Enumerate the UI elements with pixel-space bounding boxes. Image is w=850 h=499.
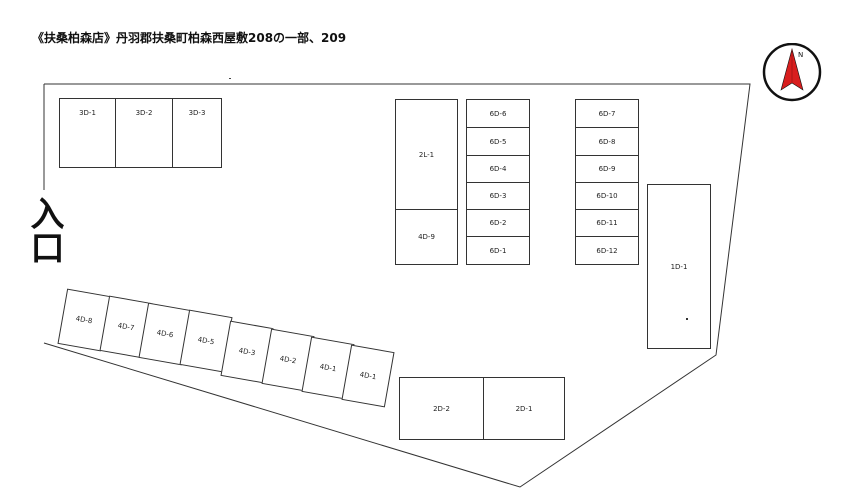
parking-spot-1d-1[interactable]: 1D-1 bbox=[647, 184, 711, 349]
parking-spot-3d-1[interactable]: 3D-1 bbox=[59, 98, 116, 168]
parking-spot-2d-2[interactable]: 2D-2 bbox=[399, 377, 484, 440]
parking-spot-6d-1[interactable]: 6D-1 bbox=[466, 236, 530, 265]
marker-dot bbox=[686, 318, 688, 320]
compass-label: N bbox=[798, 51, 803, 59]
parking-spot-2d-1[interactable]: 2D-1 bbox=[483, 377, 565, 440]
parking-spot-6d-12[interactable]: 6D-12 bbox=[575, 236, 639, 265]
north-compass-icon: N bbox=[762, 43, 822, 102]
parking-spot-6d-2[interactable]: 6D-2 bbox=[466, 209, 530, 237]
parking-spot-6d-8[interactable]: 6D-8 bbox=[575, 127, 639, 156]
speck bbox=[229, 78, 231, 79]
parking-spot-3d-3[interactable]: 3D-3 bbox=[172, 98, 222, 168]
lot-boundary bbox=[43, 83, 751, 488]
parking-spot-6d-10[interactable]: 6D-10 bbox=[575, 182, 639, 210]
parking-spot-2l-1[interactable]: 2L-1 bbox=[395, 99, 458, 210]
entrance-label: 入口 bbox=[24, 196, 64, 264]
parking-spot-4d-9[interactable]: 4D-9 bbox=[395, 209, 458, 265]
parking-spot-6d-4[interactable]: 6D-4 bbox=[466, 155, 530, 183]
parking-spot-6d-6[interactable]: 6D-6 bbox=[466, 99, 530, 128]
parking-spot-6d-3[interactable]: 6D-3 bbox=[466, 182, 530, 210]
parking-spot-6d-9[interactable]: 6D-9 bbox=[575, 155, 639, 183]
parking-spot-6d-7[interactable]: 6D-7 bbox=[575, 99, 639, 128]
entrance-gap bbox=[40, 190, 50, 286]
parking-spot-6d-5[interactable]: 6D-5 bbox=[466, 127, 530, 156]
parking-spot-3d-2[interactable]: 3D-2 bbox=[115, 98, 173, 168]
parking-spot-6d-11[interactable]: 6D-11 bbox=[575, 209, 639, 237]
map-title: 《扶桑柏森店》丹羽郡扶桑町柏森西屋敷208の一部、209 bbox=[32, 31, 347, 45]
